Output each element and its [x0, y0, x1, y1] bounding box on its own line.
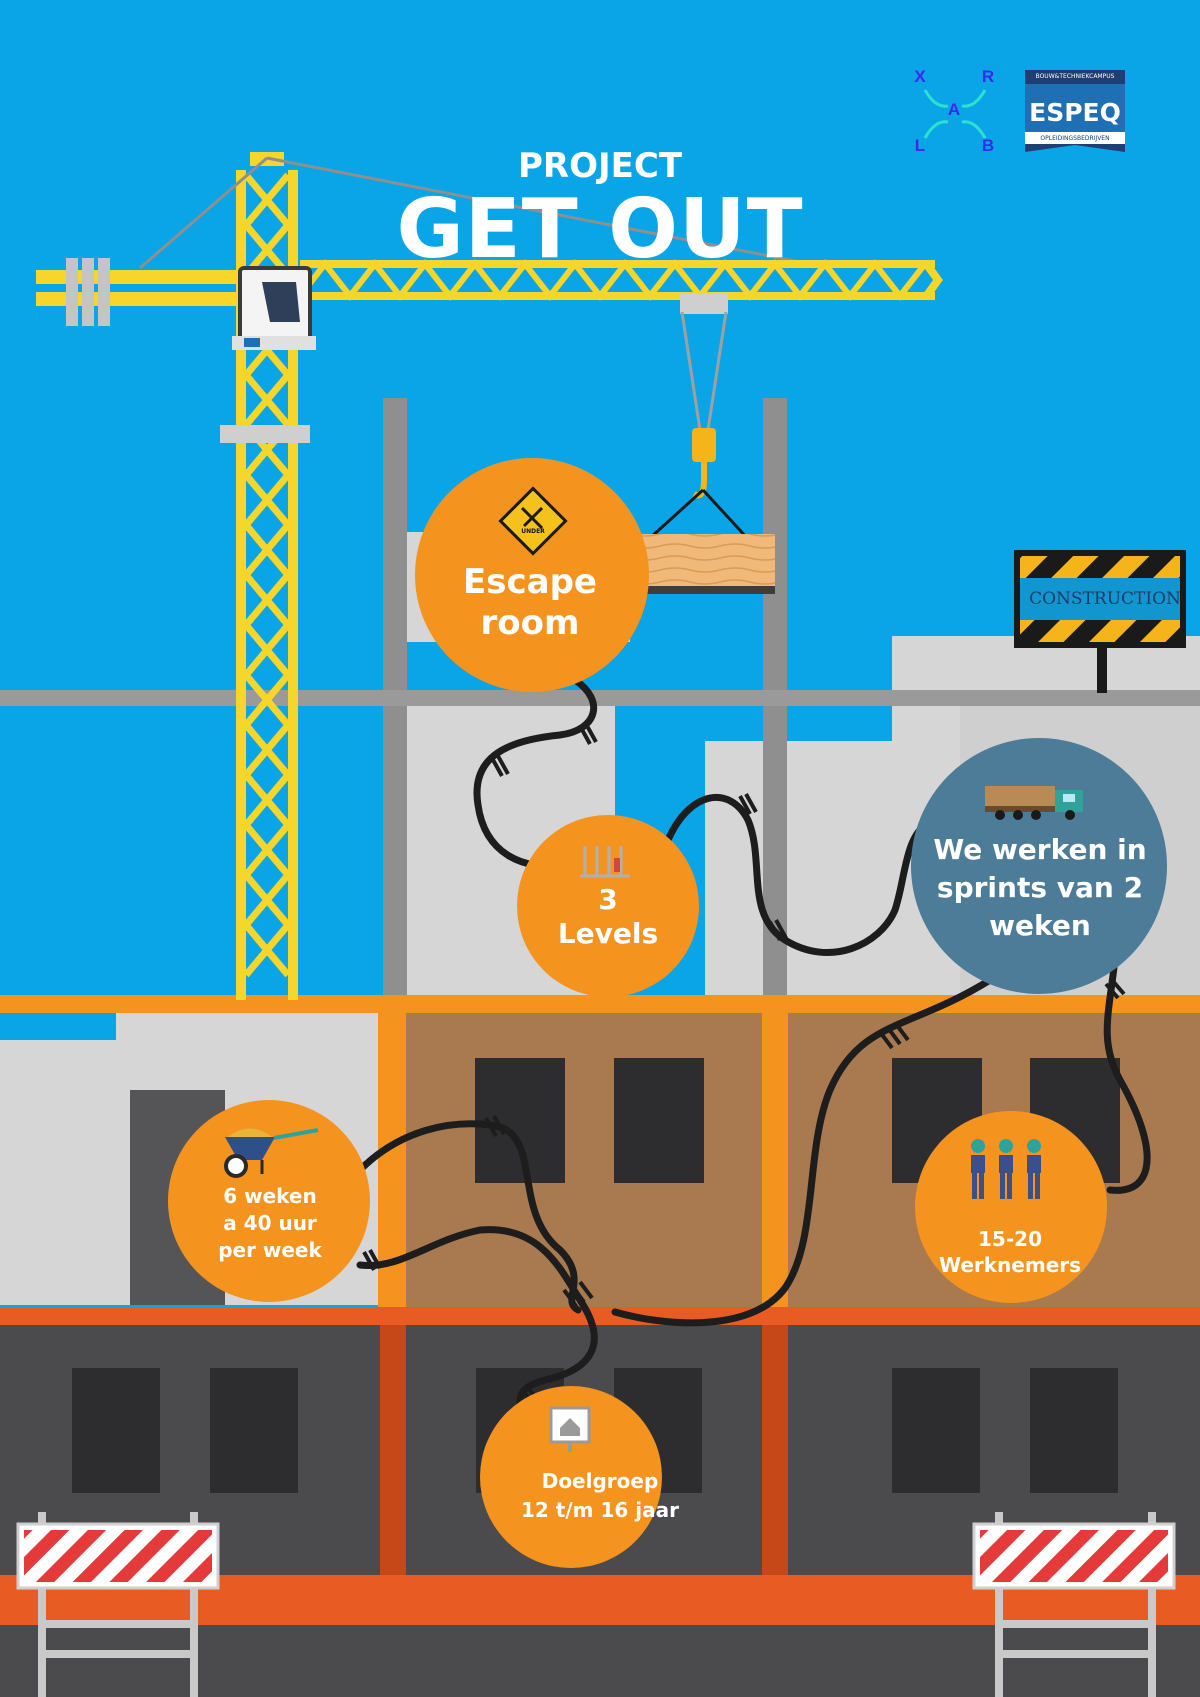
road-barrier-left [16, 1512, 220, 1697]
scaffolding [0, 398, 1200, 998]
espeq-logo [1025, 70, 1125, 152]
badge-target-text: Doelgroep 12 t/m 16 jaar [521, 1469, 679, 1522]
xlab-letter-a: A [947, 100, 961, 119]
badge-levels-text: 3 Levels [557, 883, 659, 950]
page-title: GET OUT [396, 182, 804, 277]
title-prefix: PROJECT [517, 146, 683, 186]
xlab-letter-l: L [914, 136, 926, 155]
badge-target [480, 1386, 662, 1568]
badge-weeks [168, 1100, 370, 1302]
lifted-planks [635, 534, 775, 594]
under-sign-text: UNDER [521, 528, 545, 535]
badge-levels [517, 815, 699, 997]
badge-workers [915, 1111, 1107, 1303]
xlab-logo [923, 89, 987, 139]
espeq-name: ESPEQ [1029, 98, 1121, 127]
espeq-bottom-text: OPLEIDINGSBEDRIJVEN [1040, 135, 1110, 142]
house-sign-icon [549, 1406, 591, 1452]
construction-workers-icon [971, 1139, 1041, 1199]
badge-workers-text: 15-20 Werknemers [938, 1227, 1082, 1277]
badge-escape-room-text: Escape room [463, 562, 597, 643]
xlab-letter-x: X [914, 67, 926, 86]
xlab-letter-b: B [981, 136, 995, 155]
wheelbarrow-icon [224, 1128, 319, 1178]
badge-sprints [911, 738, 1167, 994]
construction-sign [1014, 550, 1186, 693]
xlab-letter-r: R [981, 67, 995, 86]
road-barrier-right [972, 1512, 1176, 1697]
espeq-top-text: BOUW&TECHNIEKCAMPUS [1035, 73, 1115, 80]
crane [36, 152, 943, 1000]
under-construction-sign-icon [498, 486, 568, 556]
cable-ties [362, 723, 1126, 1408]
badge-escape-room [415, 458, 649, 692]
construction-sign-text: CONSTRUCTION [1029, 589, 1181, 609]
badge-weeks-text: 6 weken a 40 uur per week [218, 1184, 322, 1262]
lumber-truck-icon [985, 786, 1083, 820]
scaffold-icon [580, 846, 630, 878]
badge-sprints-text: We werken in sprints van 2 weken [933, 833, 1147, 942]
